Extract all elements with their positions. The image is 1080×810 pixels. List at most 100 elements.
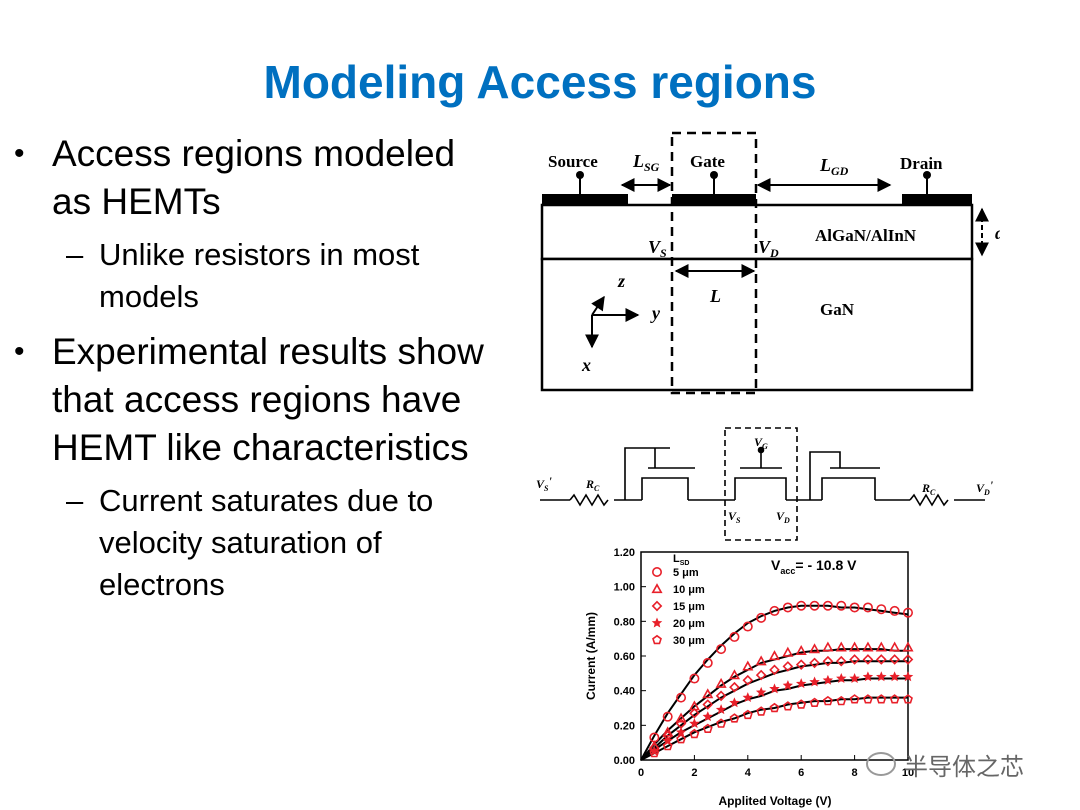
data-point bbox=[742, 692, 754, 703]
rc-right-resistor bbox=[909, 493, 949, 507]
data-point bbox=[662, 711, 673, 722]
x-tick-label: 10 bbox=[902, 767, 914, 779]
y-axis-label: Current (A/mm) bbox=[584, 612, 598, 700]
data-point bbox=[862, 654, 874, 665]
data-point bbox=[716, 644, 727, 655]
data-point bbox=[769, 702, 780, 713]
vd-label: VD bbox=[758, 237, 779, 260]
data-point bbox=[782, 661, 794, 672]
data-point bbox=[862, 641, 874, 652]
data-point bbox=[889, 654, 900, 665]
legend-label: 15 μm bbox=[673, 601, 705, 613]
data-point bbox=[715, 704, 727, 715]
bullet-dot: • bbox=[14, 335, 25, 368]
legend-marker bbox=[651, 617, 663, 628]
axis-z-arrow bbox=[591, 295, 605, 316]
axis-y-label: y bbox=[650, 303, 661, 323]
legend-label: 20 μm bbox=[673, 618, 705, 630]
sub-bullet-text: Unlike resistors in most models bbox=[99, 237, 420, 314]
data-point bbox=[729, 713, 740, 723]
dashed-gate-box bbox=[724, 427, 798, 541]
legend-title: LSD bbox=[673, 553, 689, 567]
data-point bbox=[862, 602, 873, 613]
x-tick-label: 0 bbox=[638, 767, 644, 779]
data-point bbox=[689, 728, 700, 739]
data-point bbox=[809, 600, 820, 611]
data-point bbox=[889, 694, 900, 704]
legend-label: 30 μm bbox=[673, 635, 705, 647]
data-point bbox=[822, 600, 833, 611]
data-point bbox=[769, 605, 780, 616]
lgd-label: LGD bbox=[819, 155, 849, 178]
data-point bbox=[902, 671, 914, 682]
data-point bbox=[769, 683, 780, 694]
data-point bbox=[782, 701, 793, 711]
data-point bbox=[702, 723, 713, 733]
data-point bbox=[875, 641, 887, 652]
wechat-icon bbox=[866, 752, 896, 776]
slide-title: Modeling Access regions bbox=[263, 56, 817, 108]
d-label: d bbox=[995, 223, 1000, 243]
vd-label: VD bbox=[776, 509, 790, 525]
rc-right-label: RC bbox=[921, 481, 936, 497]
y-tick-label: 0.40 bbox=[614, 686, 635, 698]
data-point bbox=[742, 674, 754, 686]
data-point bbox=[729, 697, 740, 708]
watermark: 半导体之芯 bbox=[866, 744, 1056, 784]
x-tick-label: 4 bbox=[745, 767, 752, 779]
data-point bbox=[809, 657, 820, 669]
y-tick-label: 0.80 bbox=[614, 616, 635, 628]
sub-bullet-item: – Unlike resistors in most models bbox=[8, 234, 498, 318]
x-tick-label: 8 bbox=[852, 767, 858, 779]
data-point bbox=[836, 600, 847, 611]
transistor-right bbox=[809, 451, 880, 500]
data-point bbox=[902, 654, 914, 665]
sub-bullet-dash: – bbox=[66, 237, 84, 272]
drain-contact bbox=[902, 194, 972, 206]
data-point bbox=[689, 673, 700, 684]
data-point bbox=[742, 621, 753, 632]
data-point bbox=[756, 612, 767, 623]
data-point bbox=[889, 671, 900, 682]
data-point bbox=[662, 740, 673, 751]
gate-label: Gate bbox=[690, 152, 725, 171]
data-point bbox=[876, 671, 887, 682]
data-point bbox=[795, 644, 807, 655]
rc-left-resistor bbox=[569, 493, 609, 507]
vd-prime-label: VD' bbox=[976, 478, 994, 497]
y-tick-label: 1.20 bbox=[614, 547, 635, 559]
data-point bbox=[889, 605, 900, 616]
barrier-label: AlGaN/AlInN bbox=[815, 226, 917, 245]
data-point bbox=[836, 673, 847, 683]
source-label: Source bbox=[548, 152, 598, 171]
data-point bbox=[649, 745, 660, 756]
data-point bbox=[702, 711, 713, 722]
data-point bbox=[875, 654, 887, 665]
bullet-dot: • bbox=[14, 137, 25, 170]
x-tick-label: 6 bbox=[798, 767, 804, 779]
data-point bbox=[809, 697, 820, 707]
drain-label: Drain bbox=[900, 154, 943, 173]
watermark-text: 半导体之芯 bbox=[904, 752, 1024, 781]
data-point bbox=[876, 694, 887, 704]
axis-x-label: x bbox=[581, 355, 591, 375]
data-point bbox=[755, 669, 767, 681]
legend-label: 10 μm bbox=[673, 584, 705, 596]
y-tick-label: 0.60 bbox=[614, 651, 635, 663]
bullet-text: Access regions modeled as HEMTs bbox=[52, 133, 456, 222]
data-point bbox=[676, 692, 687, 703]
rc-left-label: RC bbox=[585, 477, 600, 493]
lsg-label: LSG bbox=[632, 151, 660, 174]
data-point bbox=[863, 694, 873, 704]
legend-marker bbox=[651, 600, 663, 612]
data-point bbox=[716, 718, 727, 728]
plot-frame bbox=[640, 551, 909, 761]
vs-prime-label: VS' bbox=[536, 474, 552, 493]
data-point bbox=[849, 602, 860, 613]
data-point bbox=[729, 631, 740, 642]
legend-marker bbox=[652, 634, 662, 645]
data-point bbox=[769, 664, 780, 676]
data-point bbox=[649, 747, 660, 758]
data-point bbox=[835, 641, 847, 652]
